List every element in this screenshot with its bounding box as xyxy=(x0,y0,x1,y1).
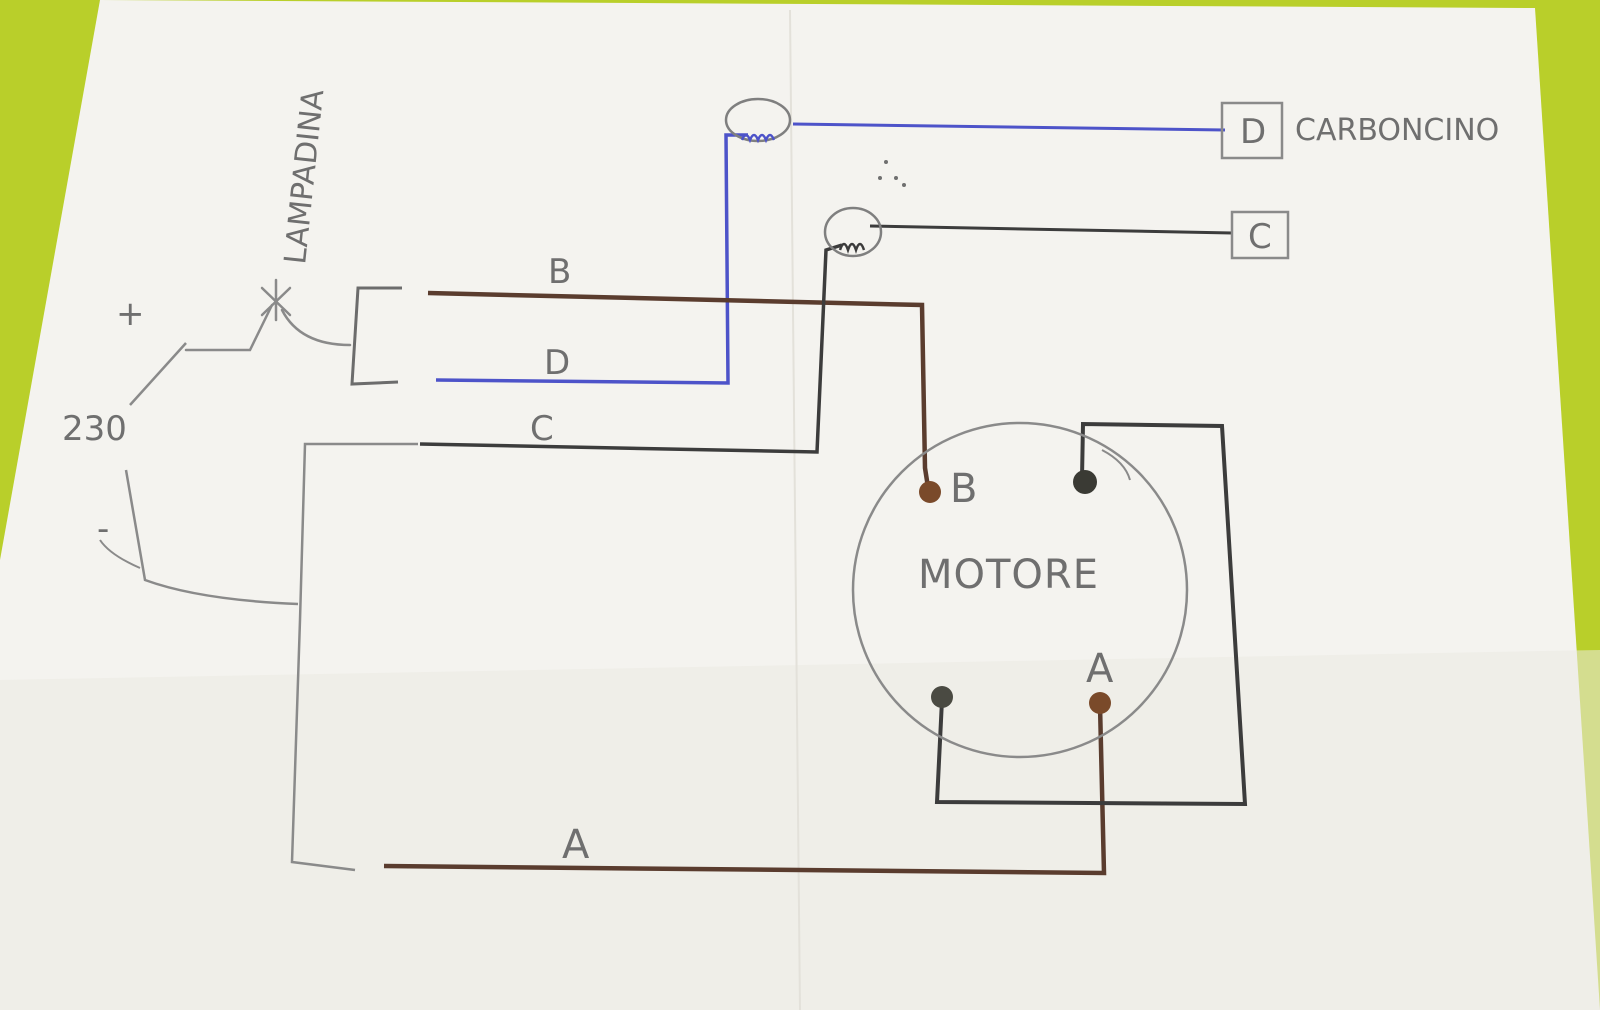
minus-lead xyxy=(124,469,299,606)
mystery-mark xyxy=(878,160,906,187)
wire-a-label: A xyxy=(562,822,590,868)
coil-d xyxy=(724,97,792,144)
motor-terminal-bottom-left xyxy=(931,686,953,708)
lamp-symbol xyxy=(184,278,352,352)
wire-d-label: D xyxy=(544,343,570,383)
terminal-c-label: C xyxy=(1248,217,1272,257)
motor-terminal-top-right xyxy=(1073,470,1097,494)
return-line xyxy=(290,442,418,872)
motor-bridge-top xyxy=(934,421,1248,807)
wire-d-to-carboncino xyxy=(792,122,1226,132)
motor-a-label: A xyxy=(1086,646,1114,692)
paper-fold xyxy=(789,9,801,1010)
wire-b-label: B xyxy=(548,252,571,292)
minus-tick xyxy=(99,539,141,569)
carboncino-label: CARBONCINO xyxy=(1295,113,1499,148)
motor-terminal-b xyxy=(919,481,941,503)
terminal-c-box xyxy=(1230,210,1290,260)
plus-label: + xyxy=(116,294,145,334)
paper-shadow xyxy=(0,650,1600,1010)
plus-lead xyxy=(129,342,187,406)
motor-label: MOTORE xyxy=(918,552,1099,598)
motor-arc-mark xyxy=(1101,449,1131,481)
terminal-d-label: D xyxy=(1240,112,1266,152)
minus-label: - xyxy=(97,509,109,549)
wire-a xyxy=(383,704,1107,876)
terminal-d-box xyxy=(1220,101,1284,160)
coil-c xyxy=(823,206,883,258)
wire-c xyxy=(419,243,843,454)
wire-c-to-terminal xyxy=(869,224,1233,235)
voltage-label: 230 xyxy=(62,409,127,449)
motor-terminal-a xyxy=(1089,692,1111,714)
wire-c-label: C xyxy=(530,409,554,449)
switch-bracket xyxy=(350,286,402,386)
motor-b-label: B xyxy=(950,466,978,512)
motor-body xyxy=(851,421,1189,759)
